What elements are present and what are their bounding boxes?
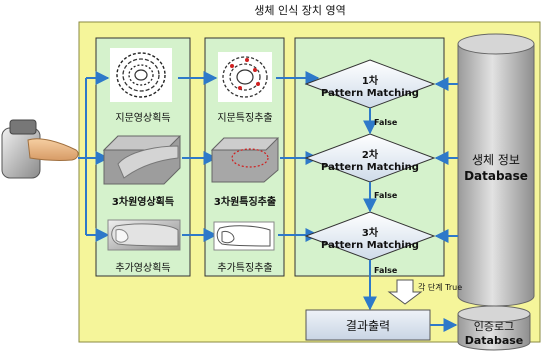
true-label: 각 단계 True — [418, 282, 462, 292]
matching-stage-1-label: 1차 — [362, 74, 379, 87]
matching-stage-1-text: Pattern Matching — [321, 88, 419, 99]
acquisition-label-additional: 추가영상획득 — [115, 262, 170, 274]
extraction-label-additional: 추가특징추출 — [217, 262, 272, 274]
matching-stage-2: 2차 Pattern Matching — [304, 133, 436, 183]
false-label-3: False — [374, 266, 398, 275]
acquisition-label-fingerprint: 지문영상획득 — [115, 112, 170, 124]
result-output-label: 결과출력 — [346, 319, 390, 333]
bio-info-database-line2: Database — [464, 169, 528, 183]
auth-log-database-cylinder — [457, 305, 531, 351]
matching-stage-3-text: Pattern Matching — [321, 240, 419, 251]
database-to-matching-arrows — [434, 77, 458, 243]
fingerprint-image — [110, 48, 172, 102]
true-result-arrow — [387, 279, 423, 305]
auth-log-database-line1: 인증로그 — [474, 320, 514, 333]
fingerprint-sensor-device-image — [1, 119, 79, 179]
false-label-2: False — [374, 191, 398, 200]
fingerprint-feature-image — [218, 52, 272, 102]
matching-stage-3-label: 3차 — [362, 226, 379, 239]
acquisition-to-extraction-arrows — [178, 71, 218, 242]
acquisition-label-3d: 3차원영상획득 — [112, 195, 174, 208]
bio-info-database-cylinder — [457, 33, 535, 307]
matching-stage-2-text: Pattern Matching — [321, 162, 419, 173]
extraction-label-3d: 3차원특징추출 — [214, 195, 276, 208]
3d-finger-image — [102, 135, 182, 185]
result-output-box — [305, 309, 431, 341]
bio-info-database-line1: 생체 정보 — [472, 153, 520, 167]
3d-feature-image — [210, 137, 280, 183]
matching-stage-2-label: 2차 — [362, 148, 379, 161]
diagram-title: 생체 인식 장치 영역 — [254, 4, 345, 17]
auth-log-database-line2: Database — [465, 334, 524, 347]
false-label-1: False — [374, 118, 398, 127]
additional-feature-image — [213, 221, 275, 251]
matching-stage-1: 1차 Pattern Matching — [304, 59, 436, 109]
additional-finger-image — [107, 219, 181, 251]
extraction-label-fingerprint: 지문특징추출 — [217, 112, 272, 124]
